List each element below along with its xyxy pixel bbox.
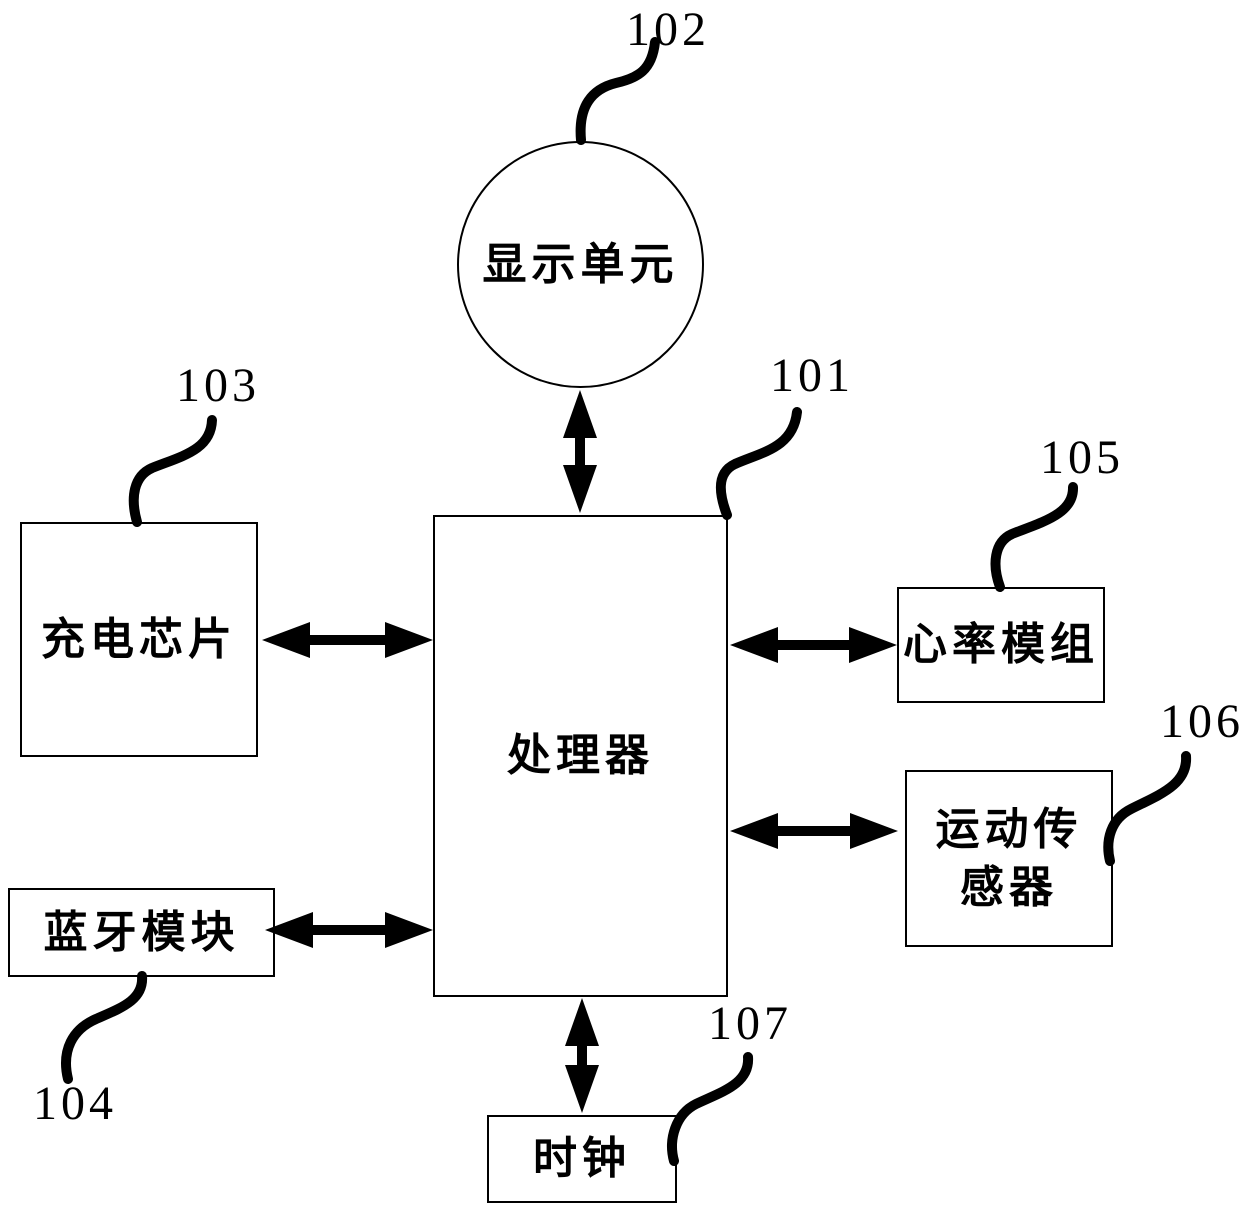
clock-label: 时钟 (533, 1134, 631, 1184)
ref-label-103: 103 (176, 359, 260, 412)
ref-label-105: 105 (1040, 431, 1124, 484)
arrow-charging-processor (262, 622, 433, 658)
processor-label: 处理器 (507, 731, 654, 781)
heart-rate-module-label: 心率模组 (903, 620, 1099, 670)
ref-label-101: 101 (770, 349, 854, 402)
motion-sensor-label: 运动传感器 (935, 805, 1083, 912)
leader-107 (667, 1052, 754, 1166)
node-processor: 处理器 (433, 515, 728, 997)
node-clock: 时钟 (487, 1115, 677, 1203)
node-charging-chip: 充电芯片 (20, 522, 258, 757)
arrow-processor-motion-sensor (730, 813, 898, 849)
leader-106 (1103, 751, 1192, 866)
arrow-bluetooth-processor (265, 912, 433, 948)
node-motion-sensor: 运动传感器 (905, 770, 1113, 947)
display-unit-label: 显示单元 (482, 239, 679, 289)
leader-104 (61, 971, 148, 1084)
node-display-unit: 显示单元 (457, 141, 704, 388)
arrow-display-processor (563, 390, 597, 513)
leader-105 (990, 482, 1078, 592)
charging-chip-label: 充电芯片 (41, 614, 237, 664)
bluetooth-module-label: 蓝牙模块 (43, 907, 240, 957)
arrow-processor-heart-rate (730, 627, 897, 663)
leader-102 (575, 37, 660, 145)
leader-103 (128, 415, 217, 527)
leader-101 (715, 407, 802, 520)
ref-label-102: 102 (626, 3, 710, 56)
node-bluetooth-module: 蓝牙模块 (8, 888, 275, 977)
arrow-processor-clock (565, 998, 599, 1113)
ref-label-107: 107 (708, 997, 792, 1050)
ref-label-104: 104 (33, 1077, 117, 1130)
node-heart-rate-module: 心率模组 (897, 587, 1105, 703)
ref-label-106: 106 (1160, 695, 1239, 748)
